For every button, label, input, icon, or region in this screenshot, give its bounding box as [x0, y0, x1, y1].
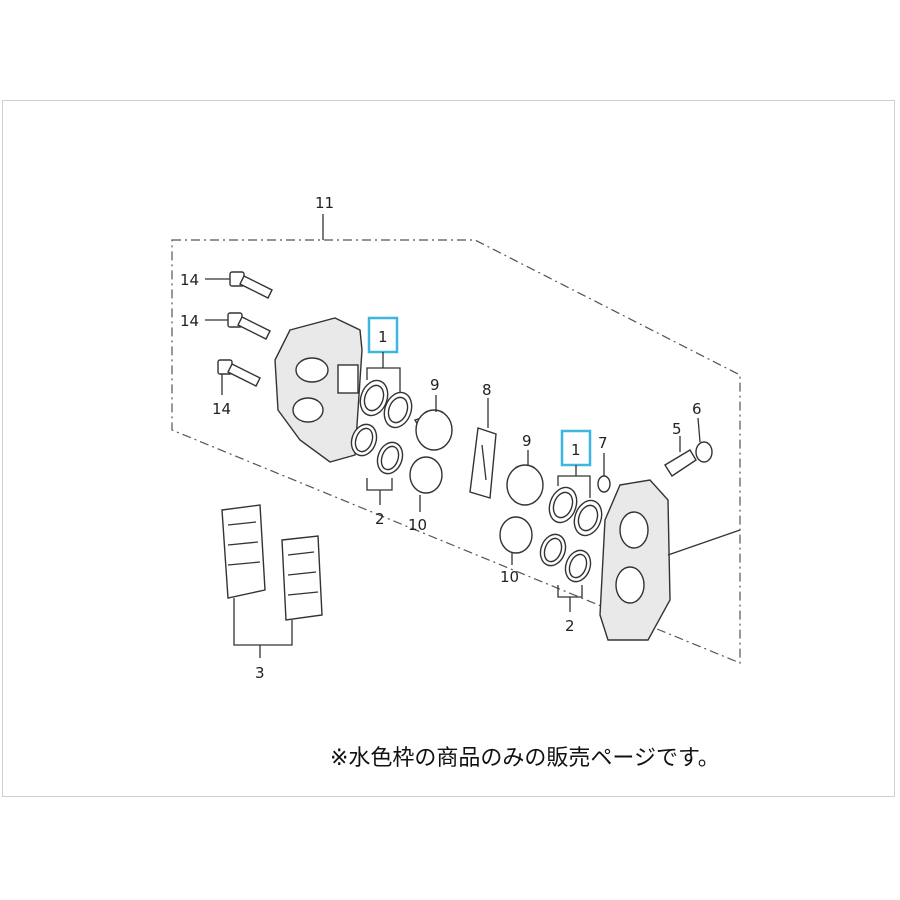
- piston-right: [499, 450, 544, 565]
- piston-left: [409, 395, 454, 512]
- bolt-14-bottom: [217, 359, 261, 395]
- callout-14-middle: 14: [180, 312, 199, 330]
- callout-11: 11: [315, 194, 334, 212]
- callout-10-left: 10: [408, 516, 427, 534]
- bolt-14-top: [205, 271, 273, 299]
- piston-seal-set-right: [539, 475, 603, 612]
- callout-14-top: 14: [180, 271, 199, 289]
- callout-1-left: 1: [378, 328, 388, 346]
- callout-9-left: 9: [430, 376, 440, 394]
- callout-14-bottom: 14: [212, 400, 231, 418]
- bleeder-cap-6: [695, 417, 713, 463]
- callout-5: 5: [672, 420, 682, 438]
- washer-7: [597, 453, 611, 493]
- caliper-body-left: [274, 317, 363, 463]
- highlight-box-right: [560, 429, 592, 467]
- caliper-body-right: [599, 479, 741, 641]
- callout-8: 8: [482, 381, 492, 399]
- callout-6: 6: [692, 400, 702, 418]
- callout-7: 7: [598, 434, 608, 452]
- callout-2-left: 2: [375, 510, 385, 528]
- bleeder-valve-5: [664, 436, 697, 477]
- brake-pad-set-3: [221, 504, 323, 658]
- callout-2-right: 2: [565, 617, 575, 635]
- callout-9-right: 9: [522, 432, 532, 450]
- sale-notice-text: ※水色枠の商品のみの販売ページです。: [330, 746, 720, 771]
- pad-spring-8: [469, 398, 497, 499]
- callout-3: 3: [255, 664, 265, 682]
- piston-seal-set-left: [350, 367, 413, 505]
- bolt-14-middle: [205, 312, 271, 340]
- assembly-boundary: [171, 239, 741, 664]
- diagram-frame: [2, 100, 895, 797]
- callout-1-right: 1: [571, 441, 581, 459]
- callout-10-right: 10: [500, 568, 519, 586]
